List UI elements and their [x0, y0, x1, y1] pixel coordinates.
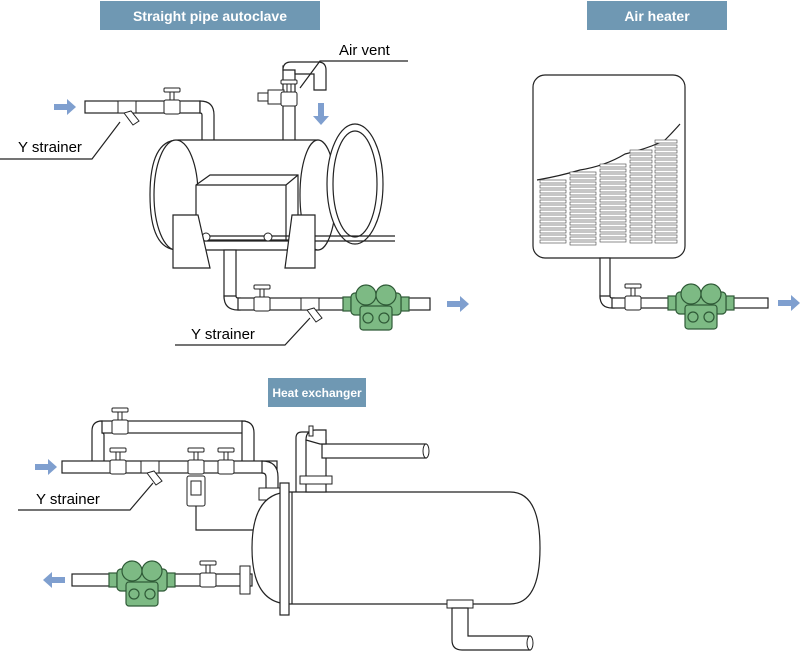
steam-trap-icon [342, 284, 410, 331]
globe-valve-icon [624, 283, 642, 311]
y-strainer-leader [0, 121, 121, 160]
y-strainer-label-top: Y strainer [18, 139, 82, 156]
air-vent-cap [257, 92, 269, 102]
globe-valve-icon [199, 560, 217, 588]
y-strainer-leader [175, 317, 311, 346]
air-vent-label: Air vent [339, 42, 390, 59]
arrow-icon [313, 103, 329, 125]
y-strainer-icon [140, 460, 163, 486]
y-strainer-icon [117, 100, 140, 126]
steam-trap-icon [108, 560, 176, 607]
arrow-icon [447, 296, 469, 312]
y-strainer-icon [300, 297, 323, 323]
inlet-elbow [199, 100, 215, 143]
steam-trap-icon [667, 283, 735, 330]
exchanger-bottom-outlet [451, 607, 531, 651]
air-vent-leader [299, 60, 408, 89]
steam-inlet-pipe [321, 443, 427, 459]
air-heater-section-title: Air heater [587, 1, 727, 30]
y-strainer-leader [18, 482, 154, 511]
y-strainer-label-middle: Y strainer [191, 326, 255, 343]
arrow-icon [778, 295, 800, 311]
globe-valve-icon [111, 407, 129, 435]
globe-valve-icon [187, 447, 205, 475]
globe-valve-icon [280, 79, 298, 107]
arrow-icon [43, 572, 65, 588]
fin-coil [539, 139, 678, 246]
exchanger-inlet-pipe [61, 460, 278, 474]
arrow-icon [54, 99, 76, 115]
vessel-support-left [172, 214, 211, 269]
heat-exchanger-group [18, 407, 541, 651]
autoclave-inlet-pipe [84, 100, 201, 114]
vessel-support-right [284, 214, 316, 269]
globe-valve-icon [163, 87, 181, 115]
air-vent-loop [282, 61, 327, 91]
autoclave-section-title: Straight pipe autoclave [100, 1, 320, 30]
air-heater-group [532, 74, 800, 330]
vessel-door [326, 123, 384, 245]
drain-riser [223, 249, 237, 299]
globe-valve-icon [253, 284, 271, 312]
shell-flange [279, 482, 290, 616]
globe-valve-icon [109, 447, 127, 475]
exchanger-shell [251, 491, 541, 605]
fin-coil-outline [536, 123, 681, 181]
y-strainer-label-bottom: Y strainer [36, 491, 100, 508]
autoclave-group [0, 60, 469, 346]
arrow-icon [35, 459, 57, 475]
sensor-probe [308, 425, 314, 437]
heat-exchanger-section-title: Heat exchanger [268, 378, 366, 407]
globe-valve-icon [217, 447, 235, 475]
